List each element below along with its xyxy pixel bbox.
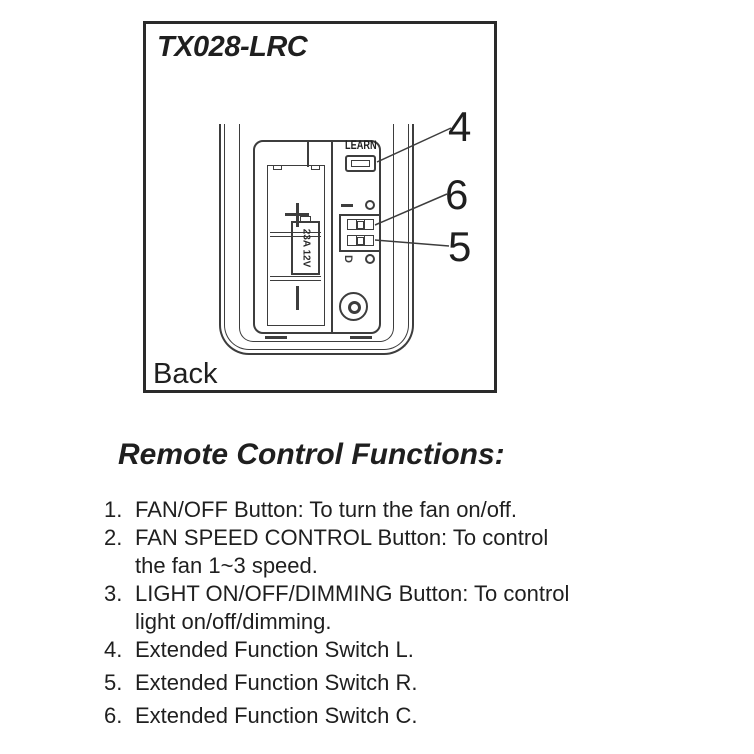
learn-button-inner — [351, 160, 370, 167]
callout-4: 4 — [448, 103, 472, 150]
dip-marker-dash — [341, 204, 353, 207]
dip-switch-block — [339, 214, 381, 252]
minus-symbol — [296, 286, 299, 310]
dip-marker-letter: D — [342, 255, 354, 263]
item-number: 2. — [104, 525, 123, 550]
item-number: 4. — [104, 637, 123, 662]
learn-label: LEARN — [345, 140, 377, 152]
item-text: Extended Function Switch R. — [135, 670, 418, 695]
function-item-6: 6. Extended Function Switch C. — [104, 702, 684, 730]
battery-cell: 23A 12V — [291, 221, 320, 275]
item-text: Extended Function Switch L. — [135, 637, 414, 662]
item-text: LIGHT ON/OFF/DIMMING Button: To control — [135, 581, 570, 606]
function-item-1: 1. FAN/OFF Button: To turn the fan on/of… — [104, 496, 684, 524]
item-number: 6. — [104, 703, 123, 728]
plus-symbol-vertical — [295, 202, 299, 227]
item-number: 5. — [104, 670, 123, 695]
function-item-3: 3. LIGHT ON/OFF/DIMMING Button: To contr… — [104, 580, 684, 636]
compartment-divider — [331, 141, 333, 333]
item-text-line2: the fan 1~3 speed. — [135, 553, 318, 578]
compartment-seam — [307, 141, 309, 167]
learn-button[interactable] — [345, 155, 376, 172]
item-number: 3. — [104, 581, 123, 606]
dip-cell — [348, 220, 357, 229]
dip-cell-slider — [357, 236, 366, 245]
dip-marker-circle-top — [365, 200, 375, 210]
functions-heading: Remote Control Functions: — [118, 438, 505, 471]
remote-inner-shell — [239, 124, 394, 342]
diagram-frame: TX028-LRC 23A 12V LEARN — [143, 21, 497, 393]
battery-tab-right — [311, 165, 320, 170]
round-button-ring — [348, 301, 361, 314]
item-text-line2: light on/off/dimming. — [135, 609, 332, 634]
dip-cell — [365, 236, 373, 245]
back-view-label: Back — [153, 358, 218, 390]
round-button[interactable] — [339, 292, 368, 321]
item-text: FAN SPEED CONTROL Button: To control — [135, 525, 549, 550]
dip-cell — [348, 236, 357, 245]
dip-cell-slider — [357, 220, 366, 229]
item-number: 1. — [104, 497, 123, 522]
callout-5: 5 — [448, 223, 472, 270]
callout-6: 6 — [445, 171, 469, 218]
remote-outer-shell-line — [224, 124, 409, 350]
dip-cell — [365, 220, 373, 229]
dip-switch-row-1[interactable] — [347, 219, 374, 230]
battery-tab-left — [273, 165, 282, 170]
battery-terminal-nub — [300, 216, 311, 222]
functions-list: 1. FAN/OFF Button: To turn the fan on/of… — [104, 496, 684, 730]
function-item-2: 2. FAN SPEED CONTROL Button: To control … — [104, 524, 684, 580]
foot-dash-left — [265, 336, 287, 339]
function-item-4: 4. Extended Function Switch L. — [104, 636, 684, 664]
battery-holder: 23A 12V — [267, 165, 325, 326]
dip-switch-row-2[interactable] — [347, 235, 374, 246]
function-item-5: 5. Extended Function Switch R. — [104, 669, 684, 697]
foot-dash-right — [350, 336, 372, 339]
battery-spec-text: 23A 12V — [300, 228, 311, 268]
battery-section-divider-bottom — [270, 276, 321, 281]
dip-marker-circle-bottom — [365, 254, 375, 264]
model-number: TX028-LRC — [157, 31, 308, 63]
item-text: FAN/OFF Button: To turn the fan on/off. — [135, 497, 517, 522]
item-text: Extended Function Switch C. — [135, 703, 418, 728]
battery-section-divider-top — [270, 232, 321, 237]
